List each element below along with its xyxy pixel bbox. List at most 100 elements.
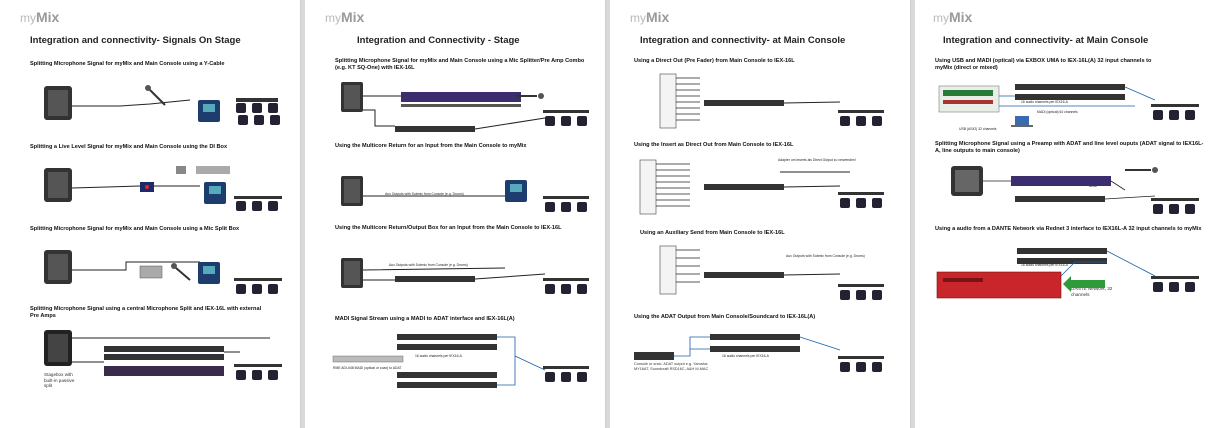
iex16l-interface: [104, 346, 224, 360]
headphone-mixers: [543, 196, 589, 212]
mymix-logo: myMix: [20, 9, 60, 25]
mymix-unit: [198, 100, 220, 122]
stagebox-device: [44, 250, 72, 284]
stagebox-caption: Stagebox with built-in passive split: [44, 372, 75, 388]
preamp-rack: [104, 366, 224, 376]
mymix-unit: [204, 182, 226, 204]
headphone-mixers: [1151, 104, 1199, 120]
iex16l-interface: [710, 334, 800, 352]
stagebox-device: [341, 82, 363, 112]
page-title: Integration and connectivity- at Main Co…: [640, 35, 846, 46]
exbox-uma-device: [938, 85, 1000, 113]
microphone-icon: [145, 85, 166, 106]
adapter-note: Adapter um Inserts als Direct Output zu …: [778, 158, 856, 162]
section-title: Splitting Microphone Signal for myMix an…: [30, 226, 240, 232]
section-title: MADI Signal Stream using a MADI to ADAT …: [335, 316, 515, 322]
di-box: [140, 182, 154, 192]
page-stage-integration: myMix Integration and Connectivity - Sta…: [305, 0, 606, 428]
page-title: Integration and connectivity- Signals On…: [30, 35, 241, 46]
split-box: [139, 265, 163, 279]
iex16l-interface: [397, 334, 497, 388]
dante-caption: DANTE Network, 32 channels: [1071, 286, 1113, 297]
headphone-mixers: [1151, 198, 1199, 214]
diagram-main-console-b: [936, 84, 1199, 299]
headphone-mixers: [1151, 276, 1199, 292]
console-caption: Console or sndc. ADAT output e.g. Yamaha…: [634, 362, 709, 371]
microphone-icon: [515, 93, 544, 99]
console-adat-output: [634, 352, 674, 360]
section-title: Using the Multicore Return/Output Box fo…: [335, 225, 562, 231]
mymix-unit: [505, 180, 527, 202]
preamp-adat-device: [951, 166, 983, 196]
diagram-stage-signals: [44, 85, 282, 380]
section-title: Splitting Microphone Signal using a cent…: [30, 306, 262, 319]
microphone-icon: [171, 263, 191, 281]
channels-note: 16 audio channels per IEX16-A: [1021, 263, 1068, 267]
page-title: Integration and Connectivity - Stage: [357, 35, 520, 46]
iex16l-interface: [704, 184, 784, 190]
section-title: Splitting a Live Level Signal for myMix …: [30, 144, 228, 150]
stagebox-device: [44, 86, 72, 120]
headphone-mixers: [234, 196, 282, 211]
stagebox-device: [44, 168, 72, 202]
headphone-mixers: [543, 366, 589, 382]
mymix-logo: myMix: [630, 9, 670, 25]
headphone-mixers: [543, 110, 589, 126]
section-title: Using a Direct Out (Pre Fader) from Main…: [634, 58, 795, 64]
headphone-mixers: [838, 356, 884, 372]
keyboard-icon: [176, 166, 230, 174]
madi-note: RME ADI-648 MADI (optical or coax) to AD…: [333, 366, 402, 370]
rednet3-interface: [936, 271, 1062, 299]
section-title: Using the Insert as Direct Out from Main…: [634, 142, 794, 148]
microphone-icon: [1125, 167, 1158, 173]
preamp-rack: [1011, 176, 1111, 186]
iex16l-interface: [1015, 84, 1125, 100]
section-title: Using an Auxiliary Send from Main Consol…: [640, 230, 785, 236]
headphone-mixers: [838, 110, 884, 126]
headphone-mixers: [543, 278, 589, 294]
diagram-stage-integration: [332, 82, 589, 388]
stagebox-device: [341, 258, 363, 288]
headphone-mixers: [838, 192, 884, 208]
console-inserts: [639, 159, 690, 215]
mymix-logo: myMix: [325, 9, 365, 25]
iex16l-interface: [395, 126, 475, 132]
section-title: Using the Multicore Return for an Input …: [335, 143, 527, 149]
page-title: Integration and connectivity- at Main Co…: [943, 35, 1149, 46]
channels-note: 16 audio channels per IEX16-A: [722, 354, 769, 358]
mymix-unit: [198, 262, 220, 284]
mymix-logo: myMix: [933, 9, 973, 25]
dante-arrow: [1063, 276, 1105, 292]
section-title: Using the ADAT Output from Main Console/…: [634, 314, 816, 320]
page-main-console-b: myMix Integration and connectivity- at M…: [915, 0, 1218, 428]
laptop-icon: [1011, 116, 1033, 127]
headphone-mixers: [236, 98, 280, 125]
diagram-main-console-a: [634, 73, 884, 372]
headphone-mixers: [234, 364, 282, 380]
stagebox-device: [341, 176, 363, 206]
madi-interface: [332, 355, 404, 363]
iex16l-interface: [1017, 248, 1107, 264]
channels-note: 16 audio channels per IEX16-A: [415, 354, 462, 358]
section-title: Splitting Microphone Signal using a Prea…: [935, 141, 1204, 154]
headphone-mixers: [838, 284, 884, 300]
headphone-mixers: [234, 278, 282, 294]
iex16l-interface: [704, 100, 784, 106]
splitter-preamp: [401, 92, 521, 107]
section-title: Using USB and MADI (optical) via EXBOX U…: [935, 58, 1152, 71]
section-title: Using a audio from a DANTE Network via R…: [935, 226, 1202, 232]
madi-note: MADI (optical) 64 channels: [1037, 110, 1078, 114]
console-aux-sends: [659, 245, 700, 295]
section-title: Splitting Microphone Signal for myMix an…: [335, 58, 585, 71]
page-stage-signals: myMix Integration and connectivity- Sign…: [0, 0, 301, 428]
section-title: Splitting Microphone Signal for myMix an…: [30, 61, 225, 67]
usb-note: USB (ASIO) 32 channels: [959, 127, 997, 131]
aux-note: Aux Outputs with Submix from Console (e.…: [786, 254, 865, 258]
iex16l-interface: [704, 272, 784, 278]
iex16l-interface: [395, 276, 475, 282]
page-main-console-a: myMix Integration and connectivity- at M…: [610, 0, 911, 428]
iex16l-interface: [1015, 196, 1105, 202]
aux-note: Aux Outputs with Submix from Console (e.…: [385, 192, 464, 196]
console-direct-outs: [659, 73, 700, 129]
stagebox-device: [44, 330, 72, 366]
